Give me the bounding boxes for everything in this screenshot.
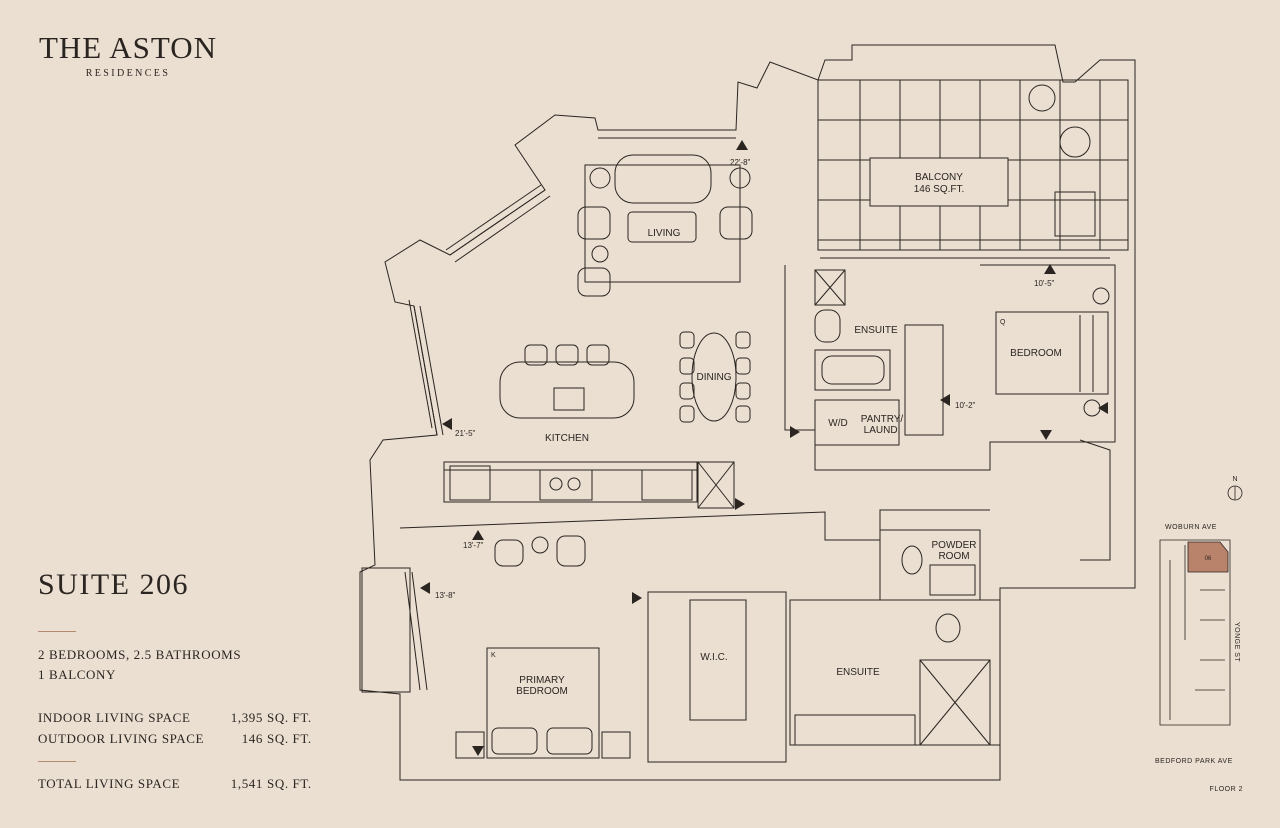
area-unit: SQ. FT. xyxy=(267,776,312,791)
room-label-kitchen: KITCHEN xyxy=(545,433,589,444)
brand-name: THE ASTON xyxy=(38,30,218,65)
suite-title: SUITE 206 xyxy=(38,568,189,601)
brand-logo: THE ASTON RESIDENCES xyxy=(38,30,218,79)
brand-subtitle: RESIDENCES xyxy=(85,68,171,79)
area-value: 146 xyxy=(241,731,263,746)
outer-wall xyxy=(359,44,1136,781)
dimension-label: 10'-5" xyxy=(1034,279,1055,288)
floor-label: FLOOR 2 xyxy=(1210,786,1243,793)
street-yonge: YONGE ST xyxy=(1233,622,1240,662)
room-label-pantry: PANTRY/ xyxy=(861,414,904,425)
key-plan-unit-highlight xyxy=(1187,541,1229,573)
street-woburn: WOBURN AVE xyxy=(1165,524,1217,531)
room-label-wic: W.I.C. xyxy=(700,652,727,663)
room-label-primary-bedroom: BEDROOM xyxy=(516,686,568,697)
room-label-laundry: LAUND. xyxy=(864,425,901,436)
room-label-dining: DINING xyxy=(697,372,732,383)
room-label-primary: PRIMARY xyxy=(519,675,565,686)
dimension-label: 22'-8" xyxy=(730,158,751,167)
area-value: 1,395 xyxy=(230,710,263,725)
primary-bed xyxy=(486,647,600,759)
kitchen-counter xyxy=(443,461,698,503)
room-label-wd: W/D xyxy=(828,418,847,429)
room-label-powder: POWDER xyxy=(932,540,977,551)
spec-bedrooms: 2 BEDROOMS, 2.5 BATHROOMS xyxy=(38,647,242,662)
kitchen-island xyxy=(499,361,635,419)
key-plan-unit: 06 xyxy=(1205,556,1212,562)
room-label-powder-room: ROOM xyxy=(938,551,969,562)
dimension-label: 21'-5" xyxy=(455,429,476,438)
walk-in-closet xyxy=(647,591,787,763)
room-label-balcony-area: 146 SQ.FT. xyxy=(914,184,965,195)
street-bedford: BEDFORD PARK AVE xyxy=(1155,758,1233,765)
area-unit: SQ. FT. xyxy=(267,710,312,725)
room-label-ensuite: ENSUITE xyxy=(854,325,898,336)
dining-table xyxy=(691,332,737,422)
dimension-label: 13'-8" xyxy=(435,591,456,600)
bed xyxy=(995,311,1109,395)
sofa xyxy=(614,154,712,204)
area-label: TOTAL LIVING SPACE xyxy=(38,776,181,791)
spec-balcony: 1 BALCONY xyxy=(38,667,116,682)
area-unit: SQ. FT. xyxy=(267,731,312,746)
room-label-ensuite-primary: ENSUITE xyxy=(836,667,880,678)
divider xyxy=(38,631,76,632)
room-label-bedroom: BEDROOM xyxy=(1010,348,1062,359)
primary-tag: K xyxy=(491,652,496,659)
dimension-label: 13'-7" xyxy=(463,541,484,550)
area-value: 1,541 xyxy=(230,776,263,791)
area-label: OUTDOOR LIVING SPACE xyxy=(38,731,205,746)
divider xyxy=(38,761,76,762)
key-plan xyxy=(1159,485,1243,726)
north-indicator: N xyxy=(1232,476,1237,483)
bedroom-tag: Q xyxy=(1000,319,1006,326)
room-label-balcony: BALCONY xyxy=(915,172,963,183)
room-label-living: LIVING xyxy=(648,228,681,239)
dimension-label: 10'-2" xyxy=(955,401,976,410)
living-rug xyxy=(584,164,741,283)
area-label: INDOOR LIVING SPACE xyxy=(38,710,191,725)
